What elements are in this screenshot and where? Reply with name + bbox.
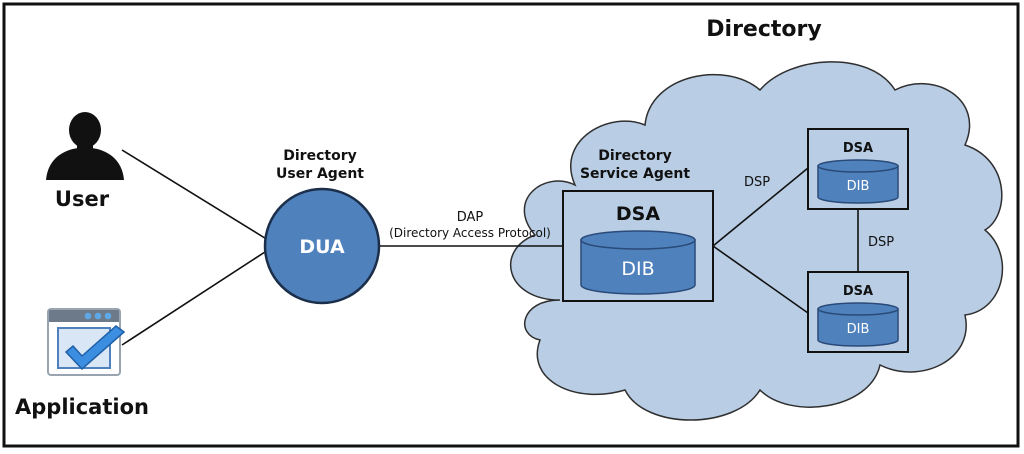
main-dsa-box <box>562 190 714 302</box>
dua-caption-line2: User Agent <box>276 166 364 182</box>
dsa-bottom-dib-cylinder <box>817 302 899 347</box>
application-to-dua-line <box>121 249 269 346</box>
application-window-check-icon <box>47 308 126 376</box>
dsa-caption-line2: Service Agent <box>580 166 690 182</box>
dsa-caption-line1: Directory <box>598 148 671 164</box>
dsa-top-dib-cylinder <box>817 159 899 204</box>
dua-caption-line1: Directory <box>283 148 356 164</box>
dsp-label-2: DSP <box>868 235 894 250</box>
dsa-top-label: DSA <box>843 141 873 156</box>
main-dib-cylinder <box>580 230 696 295</box>
dsp-label-1: DSP <box>744 175 770 190</box>
dap-full-label: (Directory Access Protocol) <box>389 226 551 240</box>
dsa-top-dib-label: DIB <box>847 179 870 194</box>
dsp-line-top <box>712 167 809 247</box>
diagram-title: Directory <box>706 17 821 42</box>
user-to-dua-line <box>121 149 269 241</box>
dua-label: DUA <box>299 236 345 258</box>
dsa-bottom-dib-label: DIB <box>847 322 870 337</box>
dsa-bottom-box <box>807 271 909 353</box>
dua-node <box>263 187 381 305</box>
dsa-bottom-label: DSA <box>843 284 873 299</box>
application-label: Application <box>15 395 149 419</box>
user-label: User <box>55 187 110 211</box>
dsa-top-box <box>807 128 909 210</box>
user-icon <box>46 112 124 180</box>
dap-label: DAP <box>457 210 484 225</box>
dsp-line-bottom <box>712 245 809 314</box>
main-dsa-label: DSA <box>616 203 660 225</box>
main-dib-label: DIB <box>621 258 654 280</box>
